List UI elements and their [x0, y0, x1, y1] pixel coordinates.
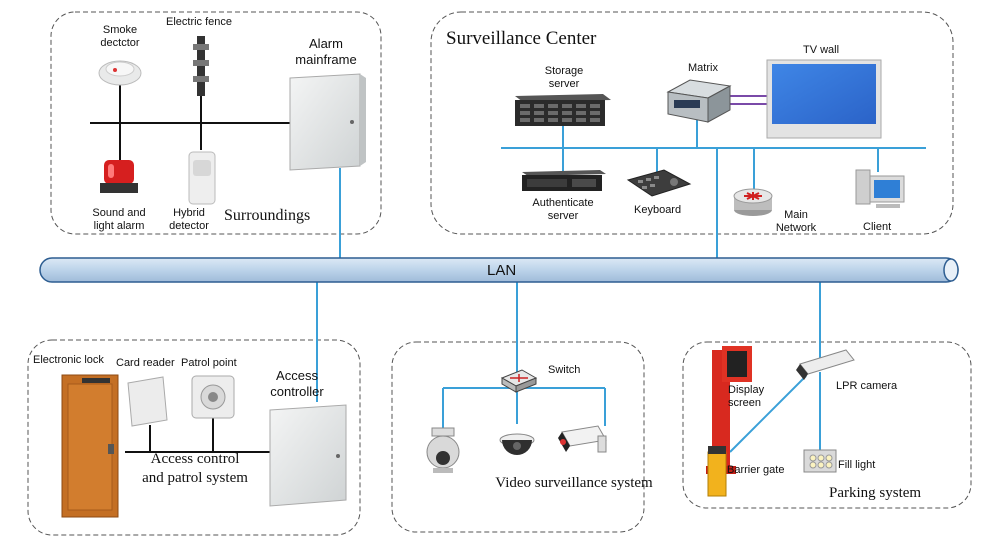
- client-computer-icon: [855, 169, 905, 208]
- keyboard-label: Keyboard: [634, 204, 682, 216]
- smoke-detector-label: Smoke dectctor: [100, 24, 140, 49]
- lan-label: LAN: [487, 262, 517, 279]
- main-network-router-icon: [733, 188, 773, 216]
- surroundings-frame: [50, 11, 382, 235]
- main-network-label: Main Network: [775, 209, 817, 234]
- electronic-lock-door-icon: [61, 374, 119, 518]
- switch-label: Switch: [548, 364, 581, 376]
- display-screen-label: Display screen: [728, 384, 765, 409]
- hybrid-detector-label: Hybrid detector: [169, 207, 209, 232]
- storage-server-icon: [515, 94, 611, 126]
- client-label: Client: [863, 221, 892, 233]
- storage-server-label: Storage server: [544, 65, 584, 90]
- patrol-point-label: Patrol point: [181, 357, 237, 369]
- tv-wall-icon: [766, 59, 882, 139]
- bullet-camera-icon: [558, 425, 607, 453]
- alarm-mainframe-label: Alarm mainframe: [295, 36, 357, 67]
- surveillance-center-title: Surveillance Center: [446, 28, 597, 49]
- hybrid-detector-icon: [188, 151, 216, 205]
- electric-fence-label: Electric fence: [166, 16, 233, 28]
- switch-icon: [500, 369, 538, 393]
- lpr-camera-label: LPR camera: [836, 380, 898, 392]
- local-wiring: [90, 80, 300, 453]
- lpr-camera-icon: [796, 349, 855, 380]
- access-controller-label: Access controller: [270, 368, 324, 399]
- authenticate-server-label: Authenticate server: [532, 197, 594, 222]
- fill-light-label: Fill light: [838, 459, 876, 471]
- lan-bus: [39, 257, 959, 283]
- access-control-frame: [27, 339, 361, 536]
- card-reader-icon: [127, 376, 168, 427]
- alarm-mainframe-icon: [289, 73, 366, 171]
- access-control-title: Access control and patrol system: [142, 451, 248, 486]
- barrier-gate-label: Barrier gate: [727, 464, 785, 476]
- sound-light-alarm-label: Sound and light alarm: [92, 207, 146, 232]
- keyboard-icon: [626, 169, 692, 197]
- authenticate-server-icon: [522, 170, 606, 191]
- smoke-detector-icon: [98, 60, 142, 86]
- dome-camera-icon: [499, 433, 535, 455]
- matrix-label: Matrix: [688, 62, 718, 74]
- patrol-point-icon: [191, 375, 235, 419]
- barrier-gate-icon: [707, 446, 727, 497]
- card-reader-label: Card reader: [116, 357, 175, 369]
- video-surveillance-frame: [391, 341, 645, 533]
- surveillance-center-frame: [430, 11, 954, 235]
- electric-fence-icon: [193, 36, 209, 96]
- fill-light-icon: [803, 449, 837, 473]
- matrix-tv-links: [727, 95, 770, 105]
- surroundings-title: Surroundings: [224, 207, 311, 224]
- parking-frame: [682, 341, 972, 509]
- lan-links: [316, 112, 926, 453]
- electronic-lock-label: Electronic lock: [33, 354, 104, 366]
- parking-title: Parking system: [829, 485, 922, 501]
- sound-light-alarm-icon: [100, 160, 138, 193]
- tv-wall-label: TV wall: [803, 44, 840, 56]
- speed-dome-camera-icon: [426, 427, 460, 473]
- matrix-icon: [666, 79, 732, 123]
- access-controller-icon: [269, 404, 347, 507]
- video-surveillance-title: Video surveillance system: [495, 475, 653, 491]
